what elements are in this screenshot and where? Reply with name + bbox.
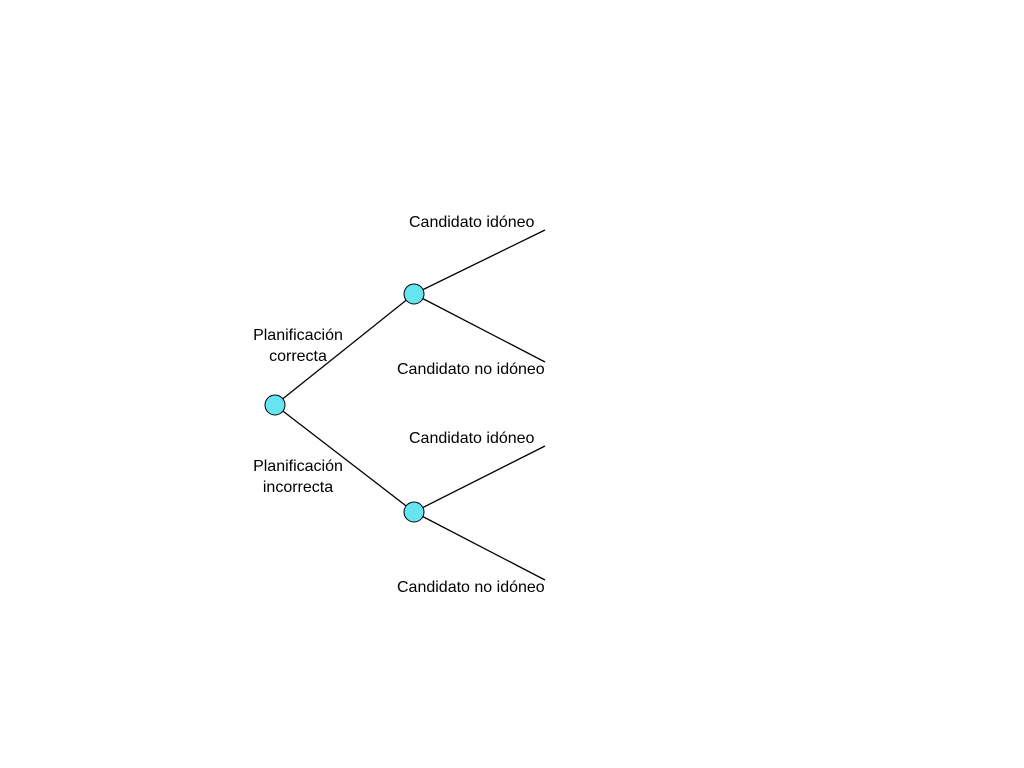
edge-lower-to-idoneo bbox=[413, 445, 546, 513]
edge-root-to-lower bbox=[274, 404, 415, 513]
lower-chance-node bbox=[403, 501, 425, 523]
edge-root-to-upper bbox=[274, 293, 415, 406]
root-node bbox=[264, 394, 286, 416]
label-lower-candidato-no-idoneo: Candidato no idóneo bbox=[397, 579, 545, 596]
edge-lower-to-no-idoneo bbox=[413, 511, 546, 581]
edge-upper-to-idoneo bbox=[413, 229, 546, 295]
label-planificacion-incorrecta: Planificación incorrecta bbox=[253, 458, 343, 496]
label-planificacion-correcta: Planificación correcta bbox=[253, 327, 343, 365]
label-lower-candidato-idoneo: Candidato idóneo bbox=[409, 430, 535, 447]
label-upper-candidato-no-idoneo: Candidato no idóneo bbox=[397, 361, 545, 378]
label-upper-candidato-idoneo: Candidato idóneo bbox=[409, 214, 535, 231]
edge-upper-to-no-idoneo bbox=[413, 293, 546, 363]
upper-chance-node bbox=[403, 283, 425, 305]
